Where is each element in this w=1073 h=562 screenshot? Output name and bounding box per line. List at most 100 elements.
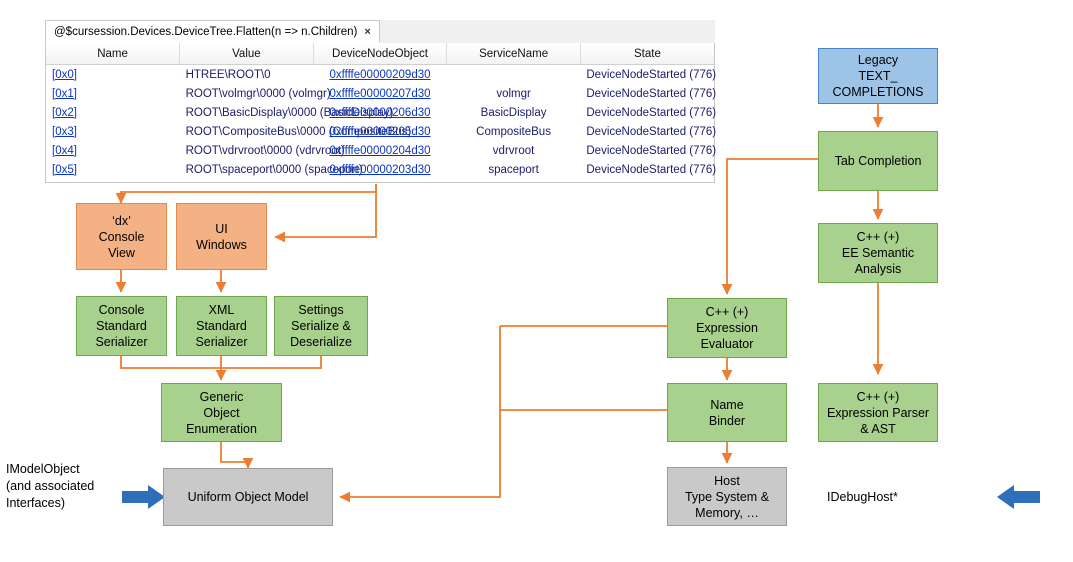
devicenodeobject-link[interactable]: 0xffffe00000203d30 — [329, 163, 431, 176]
node-line: & AST — [860, 421, 896, 436]
node-name-binder[interactable]: Name Binder — [667, 383, 787, 442]
devicenodeobject-link[interactable]: 0xffffe00000204d30 — [329, 144, 431, 157]
cell-state: DeviceNodeStarted (776) — [586, 125, 717, 138]
cell-state: DeviceNodeStarted (776) — [586, 144, 717, 157]
label-imodelobject: IModelObject (and associated Interfaces) — [6, 461, 121, 512]
cell-devicenodeobject: 0xffffe00000209d30 — [313, 65, 447, 85]
node-line: View — [108, 245, 135, 260]
node-line: Enumeration — [186, 421, 257, 436]
node-line: Settings — [298, 303, 344, 317]
node-line: Expression — [696, 321, 758, 335]
node-legacy-text-completions[interactable]: Legacy TEXT_ COMPLETIONS — [818, 48, 938, 104]
cell-name: [0x3] — [46, 122, 180, 141]
node-uniform-object-model[interactable]: Uniform Object Model — [163, 468, 333, 526]
node-expression-evaluator[interactable]: C++ (+) Expression Evaluator — [667, 298, 787, 358]
idebughost-arrow-icon — [997, 485, 1040, 509]
node-settings-serialize-deserialize[interactable]: Settings Serialize & Deserialize — [274, 296, 368, 356]
node-expression-parser-ast[interactable]: C++ (+) Expression Parser & AST — [818, 383, 938, 442]
label-line: IDebugHost* — [827, 490, 898, 504]
connector-grid-to-ui-windows — [274, 184, 377, 243]
cell-value: ROOT\vdrvroot\0000 (vdrvroot) — [185, 144, 345, 157]
cell-value: HTREE\ROOT\0 — [185, 68, 271, 81]
cell-devicenodeobject: 0xffffe00000207d30 — [313, 84, 447, 103]
cell-state: DeviceNodeStarted (776) — [586, 163, 717, 176]
tab-strip: @$cursession.Devices.DeviceTree.Flatten(… — [45, 20, 715, 44]
cell-servicename: volmgr — [496, 87, 531, 100]
cell-servicename — [447, 65, 581, 85]
column-header-servicename[interactable]: ServiceName — [446, 43, 581, 65]
node-dx-console-view[interactable]: ‘dx’ Console View — [76, 203, 167, 270]
cell-value: ROOT\spaceport\0000 (spaceport) — [185, 163, 363, 176]
node-line: XML — [208, 303, 235, 317]
label-line: Interfaces) — [6, 496, 66, 510]
cell-name: [0x4] — [46, 141, 180, 160]
label-line: IModelObject — [6, 462, 80, 476]
devicenodeobject-link[interactable]: 0xffffe00000209d30 — [329, 68, 431, 81]
cell-servicename: BasicDisplay — [480, 106, 547, 119]
name-link[interactable]: [0x5] — [52, 163, 77, 176]
table-row[interactable]: [0x4] ROOT\vdrvroot\0000 (vdrvroot) 0xff… — [46, 141, 717, 160]
node-line: Standard — [96, 319, 147, 333]
device-node-table: Name Value DeviceNodeObject ServiceName … — [46, 43, 717, 179]
tab-device-tree-flatten[interactable]: @$cursession.Devices.DeviceTree.Flatten(… — [45, 20, 380, 43]
devicenodeobject-link[interactable]: 0xffffe00000207d30 — [329, 87, 431, 100]
node-line: C++ (+) — [856, 389, 900, 404]
connector-grid-to-dx-console — [115, 184, 377, 204]
node-xml-standard-serializer[interactable]: XML Standard Serializer — [176, 296, 267, 356]
node-line: C++ (+) — [705, 305, 749, 319]
node-line: Memory, … — [695, 505, 759, 520]
node-tab-completion[interactable]: Tab Completion — [818, 131, 938, 191]
node-ui-windows[interactable]: UI Windows — [176, 203, 267, 270]
node-line: Analysis — [854, 262, 902, 276]
node-line: Standard — [196, 319, 247, 333]
cell-state: DeviceNodeStarted (776) — [586, 87, 717, 100]
table-row[interactable]: [0x2] ROOT\BasicDisplay\0000 (BasicDispl… — [46, 103, 717, 122]
node-line: Windows — [196, 237, 247, 252]
devicenodeobject-link[interactable]: 0xffffe00000206d30 — [329, 106, 431, 119]
node-console-standard-serializer[interactable]: Console Standard Serializer — [76, 296, 167, 356]
node-generic-object-enumeration[interactable]: Generic Object Enumeration — [161, 383, 282, 442]
device-tree-grid-window: @$cursession.Devices.DeviceTree.Flatten(… — [45, 20, 717, 183]
table-row[interactable]: [0x1] ROOT\volmgr\0000 (volmgr) 0xffffe0… — [46, 84, 717, 103]
column-header-value[interactable]: Value — [179, 43, 314, 65]
table-row[interactable]: [0x0] HTREE\ROOT\0 0xffffe00000209d30 De… — [46, 65, 716, 85]
node-line: Tab Completion — [834, 154, 922, 168]
node-line: TEXT_ — [858, 69, 898, 83]
name-link[interactable]: [0x4] — [52, 144, 77, 157]
connector-generic-enum-to-uom — [220, 442, 254, 469]
node-ee-semantic-analysis[interactable]: C++ (+) EE Semantic Analysis — [818, 223, 938, 283]
grid-body: Name Value DeviceNodeObject ServiceName … — [45, 43, 717, 183]
node-line: Type System & — [684, 489, 770, 504]
name-link[interactable]: [0x1] — [52, 87, 77, 100]
cell-servicename: vdrvroot — [492, 144, 535, 157]
node-line: EE Semantic — [841, 246, 915, 260]
column-header-devicenodeobject[interactable]: DeviceNodeObject — [313, 43, 448, 65]
cell-value: ROOT\BasicDisplay\0000 (BasicDisplay) — [185, 106, 394, 119]
devicenodeobject-link[interactable]: 0xffffe00000205d30 — [329, 125, 431, 138]
name-link[interactable]: [0x2] — [52, 106, 77, 119]
node-line: Console — [98, 229, 145, 244]
connector-tab-completion-to-expression-evaluator — [721, 158, 818, 295]
close-icon[interactable]: × — [364, 25, 371, 38]
node-line: Evaluator — [700, 337, 754, 351]
cell-servicename: CompositeBus — [476, 125, 551, 138]
table-row[interactable]: [0x5] ROOT\spaceport\0000 (spaceport) 0x… — [46, 160, 717, 179]
column-header-name[interactable]: Name — [46, 43, 181, 65]
column-header-state[interactable]: State — [580, 43, 714, 65]
name-link[interactable]: [0x3] — [52, 125, 77, 138]
node-line: Uniform Object Model — [187, 490, 309, 504]
node-line: Expression Parser — [826, 405, 930, 420]
node-line: COMPLETIONS — [832, 85, 924, 99]
cell-name: [0x2] — [46, 103, 180, 122]
table-header-row: Name Value DeviceNodeObject ServiceName … — [46, 43, 714, 65]
cell-state: DeviceNodeStarted (776) — [586, 106, 717, 119]
node-line: ‘dx’ — [112, 213, 131, 228]
connector-serializers-bus — [120, 356, 322, 369]
node-host-type-system-memory[interactable]: Host Type System & Memory, … — [667, 467, 787, 526]
cell-devicenodeobject: 0xffffe00000206d30 — [313, 103, 447, 122]
node-line: Deserialize — [290, 335, 352, 349]
node-line: Object — [203, 405, 240, 420]
node-line: Legacy — [857, 53, 899, 67]
table-row[interactable]: [0x3] ROOT\CompositeBus\0000 (CompositeB… — [46, 122, 717, 141]
name-link[interactable]: [0x0] — [52, 68, 77, 81]
